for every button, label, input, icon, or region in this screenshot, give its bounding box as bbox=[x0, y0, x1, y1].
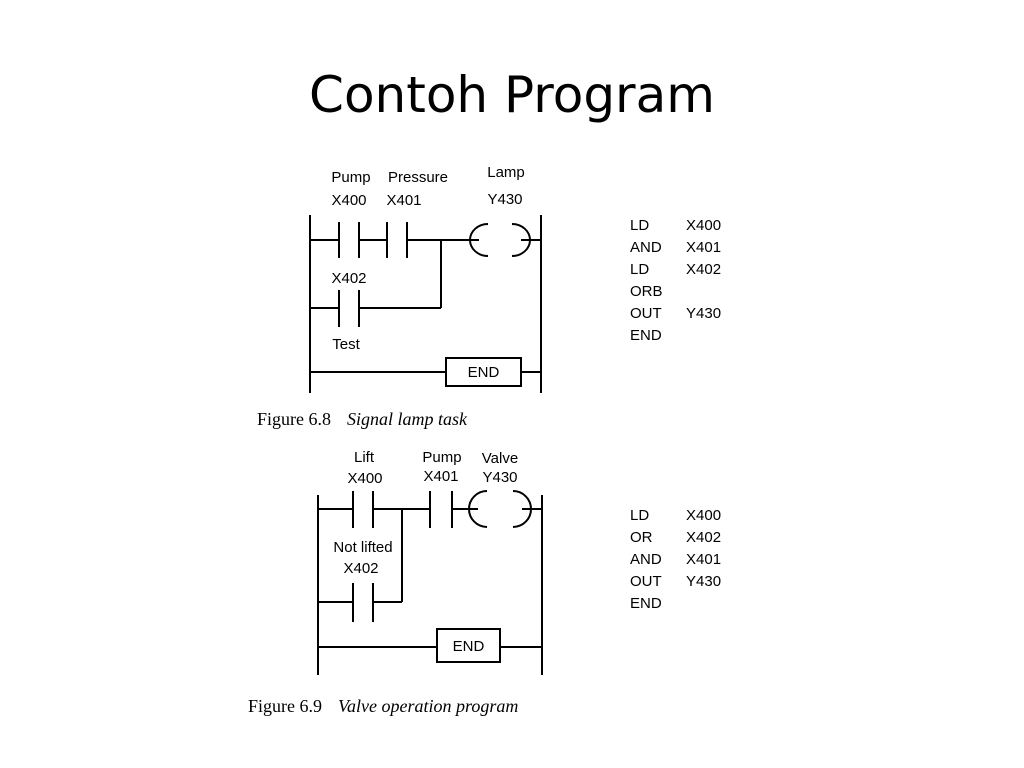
instruction-op: OR bbox=[630, 529, 653, 546]
instruction-row: AND X401 bbox=[630, 237, 721, 259]
instruction-op: OUT bbox=[630, 573, 662, 590]
contact-pump2-address: X401 bbox=[423, 468, 458, 485]
contact-not-lifted-x402 bbox=[352, 583, 374, 622]
contact-test-address: X402 bbox=[331, 270, 366, 287]
contact-pump-x400 bbox=[338, 222, 360, 258]
contact-pressure-x401 bbox=[386, 222, 408, 258]
contact-lift-label: Lift bbox=[354, 449, 375, 466]
instruction-op: END bbox=[630, 327, 662, 344]
figure-6-8-ladder: Pump X400 Pressure X401 X402 Test Lamp Y… bbox=[257, 164, 542, 429]
instruction-list-fig-6-9: LD X400 OR X402 AND X401 OUT Y430 END bbox=[630, 505, 721, 615]
instruction-row: LD X400 bbox=[630, 505, 721, 527]
coil-lamp-address: Y430 bbox=[487, 191, 522, 208]
instruction-row: LD X402 bbox=[630, 259, 721, 281]
instruction-row: END bbox=[630, 593, 721, 615]
contact-pump-label: Pump bbox=[331, 169, 370, 186]
contact-not-lifted-address: X402 bbox=[343, 560, 378, 577]
instruction-row: AND X401 bbox=[630, 549, 721, 571]
contact-lift-x400 bbox=[352, 491, 374, 528]
coil-valve-label: Valve bbox=[482, 450, 518, 467]
coil-valve-address: Y430 bbox=[482, 469, 517, 486]
contact-not-lifted-label: Not lifted bbox=[333, 539, 392, 556]
end-box-1 bbox=[445, 357, 522, 387]
instruction-row: OUT Y430 bbox=[630, 571, 721, 593]
contact-pressure-address: X401 bbox=[386, 192, 421, 209]
instruction-arg: X400 bbox=[686, 217, 722, 234]
instruction-op: AND bbox=[630, 551, 662, 568]
instruction-arg: X401 bbox=[686, 239, 722, 256]
instruction-arg: Y430 bbox=[686, 573, 722, 590]
instruction-op: ORB bbox=[630, 283, 663, 300]
coil-valve-y430 bbox=[468, 490, 532, 528]
instruction-op: OUT bbox=[630, 305, 662, 322]
figure-6-8-number: Figure 6.8 bbox=[257, 409, 331, 429]
instruction-arg: X400 bbox=[686, 507, 722, 524]
instruction-arg: Y430 bbox=[686, 305, 722, 322]
figure-6-9-number: Figure 6.9 bbox=[248, 696, 322, 716]
rung-1-wiring bbox=[310, 239, 541, 309]
instruction-list-fig-6-8: LD X400 AND X401 LD X402 ORB OUT Y430 END bbox=[630, 215, 721, 347]
instruction-op: END bbox=[630, 595, 662, 612]
contact-pump-x401 bbox=[429, 491, 453, 528]
contact-test-x402 bbox=[338, 290, 360, 327]
figure-6-8-title: Signal lamp task bbox=[347, 409, 468, 429]
instruction-op: LD bbox=[630, 507, 650, 524]
instruction-row: LD X400 bbox=[630, 215, 721, 237]
contact-pump-address: X400 bbox=[331, 192, 366, 209]
contact-test-label: Test bbox=[332, 336, 360, 353]
instruction-row: OUT Y430 bbox=[630, 303, 721, 325]
end-box-label-1: END bbox=[468, 364, 500, 381]
coil-lamp-y430 bbox=[469, 223, 531, 257]
instruction-arg: X402 bbox=[686, 529, 722, 546]
slide-title: Contoh Program bbox=[309, 66, 715, 124]
instruction-arg: X401 bbox=[686, 551, 722, 568]
end-box-2 bbox=[436, 628, 501, 663]
instruction-op: AND bbox=[630, 239, 662, 256]
figure-6-9-title: Valve operation program bbox=[338, 696, 518, 716]
instruction-row: END bbox=[630, 325, 721, 347]
instruction-op: LD bbox=[630, 261, 650, 278]
contact-pump2-label: Pump bbox=[422, 449, 461, 466]
contact-lift-address: X400 bbox=[347, 470, 382, 487]
coil-lamp-label: Lamp bbox=[487, 164, 525, 181]
instruction-op: LD bbox=[630, 217, 650, 234]
instruction-row: OR X402 bbox=[630, 527, 721, 549]
instruction-row: ORB bbox=[630, 281, 721, 303]
figure-6-9-ladder: Lift X400 Pump X401 Not lifted X402 Valv… bbox=[248, 449, 543, 716]
contact-pressure-label: Pressure bbox=[388, 169, 448, 186]
end-box-label-2: END bbox=[453, 638, 485, 655]
instruction-arg: X402 bbox=[686, 261, 722, 278]
